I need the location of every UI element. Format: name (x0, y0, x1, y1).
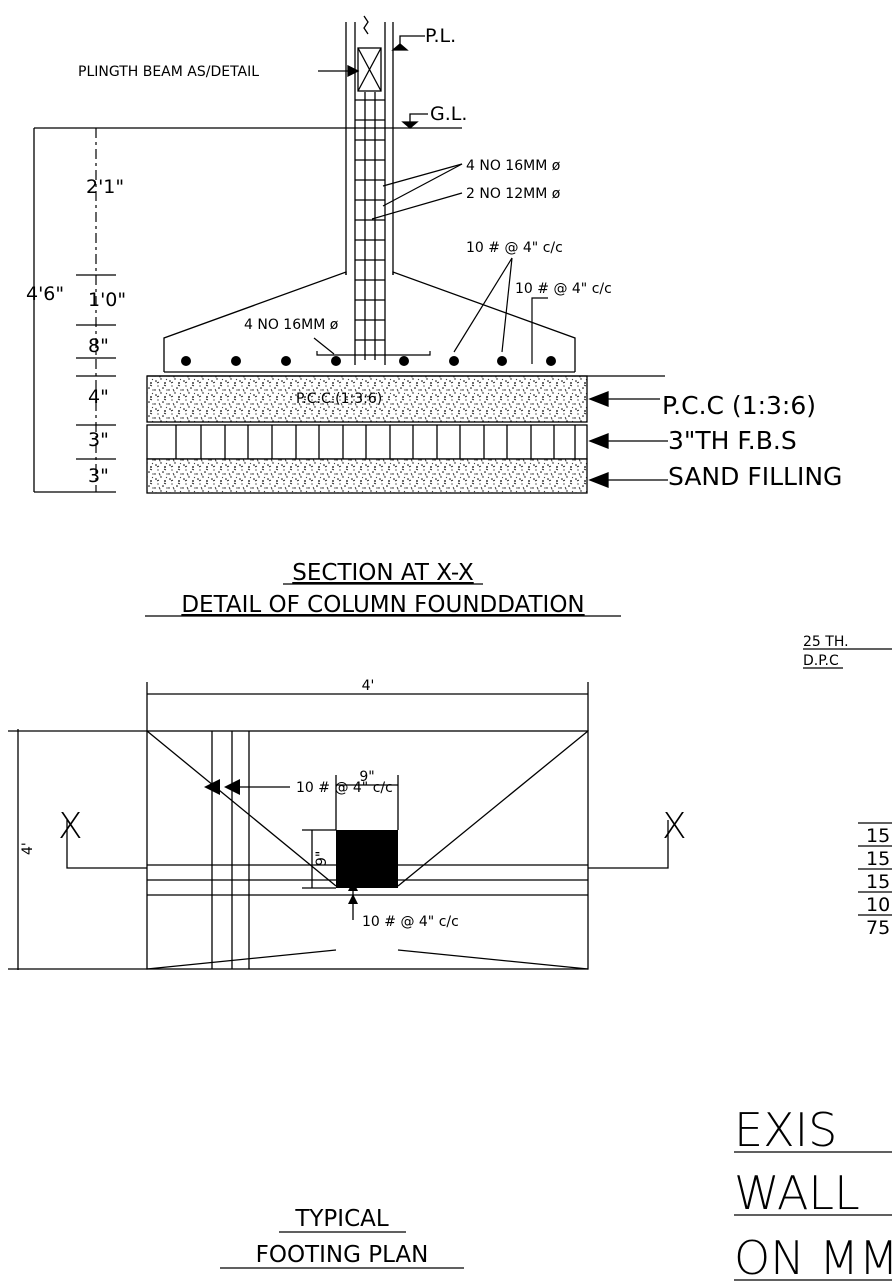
bottom-bar-label: 4 NO 16MM ø (244, 317, 339, 333)
column-dim-h: 9" (314, 851, 330, 866)
section-mark-left: X (58, 806, 83, 847)
plan-title-1: TYPICAL (294, 1206, 389, 1232)
dim-4: 4" (88, 386, 109, 408)
dpc-label-1: 25 TH. (803, 634, 849, 650)
section-title-1: SECTION AT X-X (292, 560, 474, 586)
plan-height-dim: 4' (20, 842, 36, 855)
plan-title-2: FOOTING PLAN (256, 1242, 429, 1268)
wall-title-2: WALL (734, 1166, 860, 1220)
wall-title-3: ON MM (734, 1231, 892, 1283)
fbs-layer-label: 3"TH F.B.S (668, 426, 797, 455)
section-mark-right: X (662, 806, 687, 847)
dim-8: 8" (88, 335, 109, 357)
plan-bar-top-label: 10 # @ 4" c/c (296, 780, 393, 796)
right-panel: 25 TH. D.P.C 15 15 15 10 75 EXIS WALL ON… (734, 634, 892, 1283)
plan-arrows (204, 779, 358, 904)
layer-dim-1: 15 (866, 825, 890, 847)
pcc-inner-label: P.C.C.(1:3:6) (296, 391, 382, 407)
foundation-layers (146, 375, 668, 494)
dim-total: 4'6" (26, 283, 64, 305)
plan-bar-bottom-label: 10 # @ 4" c/c (362, 914, 459, 930)
stirrup-label-2: 10 # @ 4" c/c (515, 281, 612, 297)
layer-dim-4: 10 (866, 894, 890, 916)
section-detail (33, 15, 576, 493)
plan-width-dim: 4' (362, 678, 375, 694)
main-bars (181, 356, 556, 366)
pl-label: P.L. (425, 25, 456, 47)
gl-label: G.L. (430, 103, 467, 125)
sand-layer-label: SAND FILLING (668, 462, 842, 491)
bar-label-16mm: 4 NO 16MM ø (466, 158, 561, 174)
stirrup-label-1: 10 # @ 4" c/c (466, 240, 563, 256)
dim-3b: 3" (88, 465, 109, 487)
dpc-label-2: D.P.C (803, 653, 839, 669)
footing-plan (8, 682, 669, 970)
pcc-layer-label: P.C.C (1:3:6) (662, 391, 816, 420)
bar-label-12mm: 2 NO 12MM ø (466, 186, 561, 202)
section-title-2: DETAIL OF COLUMN FOUNDDATION (181, 592, 584, 618)
dim-2-1: 2'1" (86, 176, 124, 198)
column-dim-w: 9" (359, 769, 374, 785)
dim-3a: 3" (88, 429, 109, 451)
wall-title-1: EXIS (734, 1103, 837, 1157)
column-footprint (336, 830, 398, 888)
bar-leaders (313, 163, 548, 364)
layer-dim-2: 15 (866, 848, 890, 870)
plinth-beam-label: PLINGTH BEAM AS/DETAIL (78, 64, 259, 80)
layer-dim-5: 75 (866, 917, 890, 939)
dim-1-0: 1'0" (88, 289, 126, 311)
dimension-chain (76, 128, 116, 492)
layer-dim-3: 15 (866, 871, 890, 893)
